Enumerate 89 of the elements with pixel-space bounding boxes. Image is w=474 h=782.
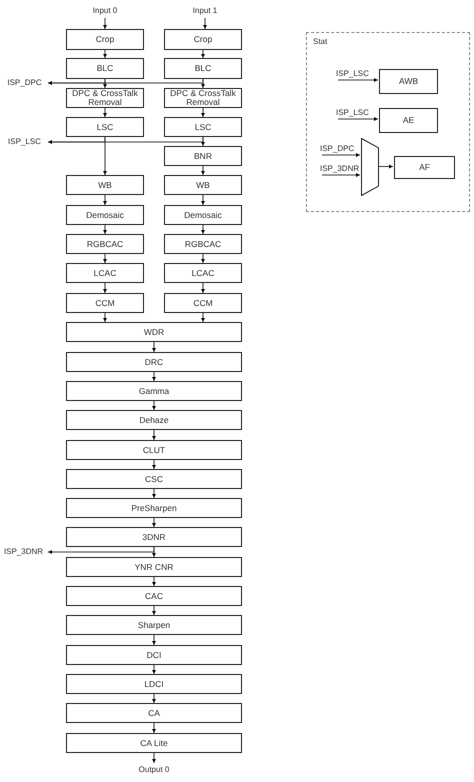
arrow [201, 166, 205, 176]
group-box [306, 32, 470, 212]
arrow [203, 18, 207, 30]
process-box: Gamma [66, 381, 242, 401]
process-box: LSC [164, 117, 242, 137]
arrow [201, 108, 205, 118]
process-box: CAC [66, 586, 242, 606]
process-box: Dehaze [66, 410, 242, 430]
arrow [201, 50, 205, 58]
arrow [152, 372, 156, 382]
signal-label: ISP_3DNR [1, 545, 46, 559]
arrow [201, 312, 205, 322]
process-box: LSC [66, 117, 144, 137]
process-box: CCM [66, 293, 144, 313]
process-box: RGBCAC [164, 234, 242, 254]
signal-label: ISP_DPC [3, 76, 46, 90]
process-box: CA Lite [66, 733, 242, 753]
edge-label: ISP_3DNR [320, 164, 360, 173]
process-box: WDR [66, 322, 242, 342]
process-box: Sharpen [66, 615, 242, 635]
multiplexer-symbol [361, 138, 379, 196]
arrow [322, 173, 360, 177]
process-box: Demosaic [164, 205, 242, 225]
arrow [152, 634, 156, 646]
process-box: AWB [379, 69, 438, 94]
process-box: LCAC [164, 263, 242, 283]
process-box: DRC [66, 352, 242, 372]
arrow [103, 254, 107, 264]
process-box: DPC & CrossTalk Removal [66, 88, 144, 108]
arrow [48, 78, 204, 85]
process-box: BNR [164, 146, 242, 166]
process-box: Crop [66, 29, 144, 50]
process-box: WB [164, 175, 242, 195]
signal-label: Output 0 [129, 763, 179, 777]
process-box: Demosaic [66, 205, 144, 225]
process-box: 3DNR [66, 527, 242, 547]
arrow [152, 518, 156, 528]
process-box: CA [66, 703, 242, 723]
signal-label: Input 1 [180, 4, 230, 18]
process-box: CSC [66, 469, 242, 489]
edge-label: ISP_LSC [336, 108, 369, 117]
arrow [103, 18, 107, 30]
arrow [103, 194, 107, 206]
arrow [103, 312, 107, 322]
process-box: WB [66, 175, 144, 195]
arrow [152, 694, 156, 704]
process-box: BLC [164, 58, 242, 79]
process-box: AF [394, 156, 455, 179]
arrow [338, 78, 378, 82]
arrow [103, 224, 107, 234]
arrow [103, 50, 107, 58]
arrow [152, 576, 156, 586]
process-box: Crop [164, 29, 242, 50]
arrow [48, 546, 154, 554]
process-box: BLC [66, 58, 144, 79]
arrow [322, 153, 360, 157]
process-box: LCAC [66, 263, 144, 283]
process-box: PreSharpen [66, 498, 242, 518]
arrow [152, 664, 156, 674]
process-box: LDCI [66, 674, 242, 694]
arrow [152, 488, 156, 498]
arrow [152, 430, 156, 440]
arrow [48, 136, 204, 144]
arrow [201, 194, 205, 206]
process-box: RGBCAC [66, 234, 144, 254]
arrow [152, 400, 156, 410]
process-box: CCM [164, 293, 242, 313]
arrow [201, 254, 205, 264]
process-box: YNR CNR [66, 557, 242, 577]
arrow [201, 282, 205, 294]
arrow [103, 282, 107, 294]
group-title: Stat [313, 36, 328, 48]
process-box: DCI [66, 645, 242, 665]
process-box: DPC & CrossTalk Removal [164, 88, 242, 108]
arrow [201, 224, 205, 234]
signal-label: Input 0 [80, 4, 130, 18]
arrow [152, 460, 156, 470]
signal-label: ISP_LSC [3, 135, 46, 149]
arrow [152, 342, 156, 352]
arrow [338, 117, 378, 121]
arrow [152, 722, 156, 734]
edge-label: ISP_LSC [336, 69, 369, 78]
arrow [152, 606, 156, 616]
arrow [378, 164, 394, 168]
arrow [152, 752, 156, 764]
process-box: CLUT [66, 440, 242, 460]
process-box: AE [379, 108, 438, 133]
edge-label: ISP_DPC [320, 144, 354, 153]
arrow [103, 108, 107, 118]
